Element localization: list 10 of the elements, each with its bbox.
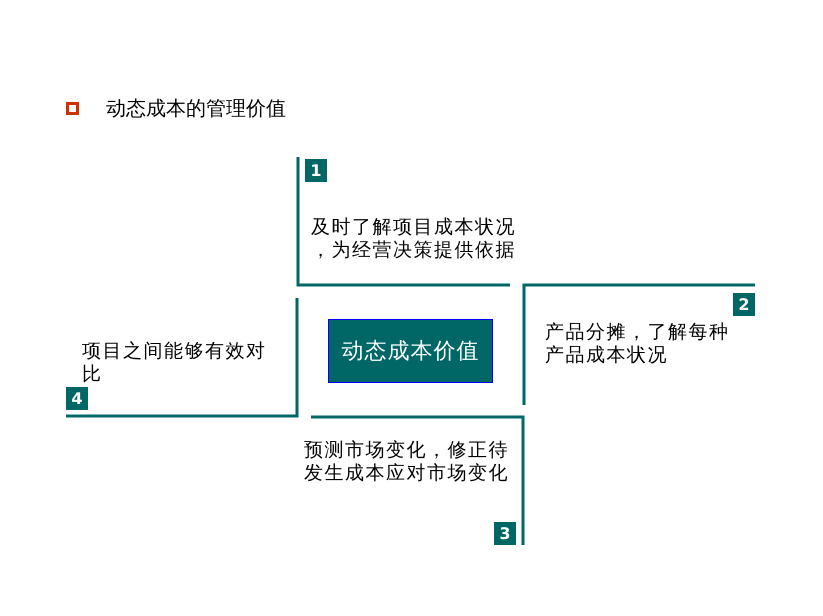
number-badge: 4 [66,387,88,410]
description-text: 预测市场变化，修正待发生成本应对市场变化 [304,439,510,485]
description-text: 产品分摊，了解每种产品成本状况 [545,321,730,367]
center-box: 动态成本价值 [328,319,493,383]
description-text: 及时了解项目成本状况，为经营决策提供依据 [311,216,517,262]
number-badge: 1 [305,159,327,182]
number-badge: 3 [494,522,516,545]
slide-title: 动态成本的管理价值 [106,95,286,121]
description-text: 项目之间能够有效对比 [82,340,268,386]
number-badge: 2 [733,293,755,316]
